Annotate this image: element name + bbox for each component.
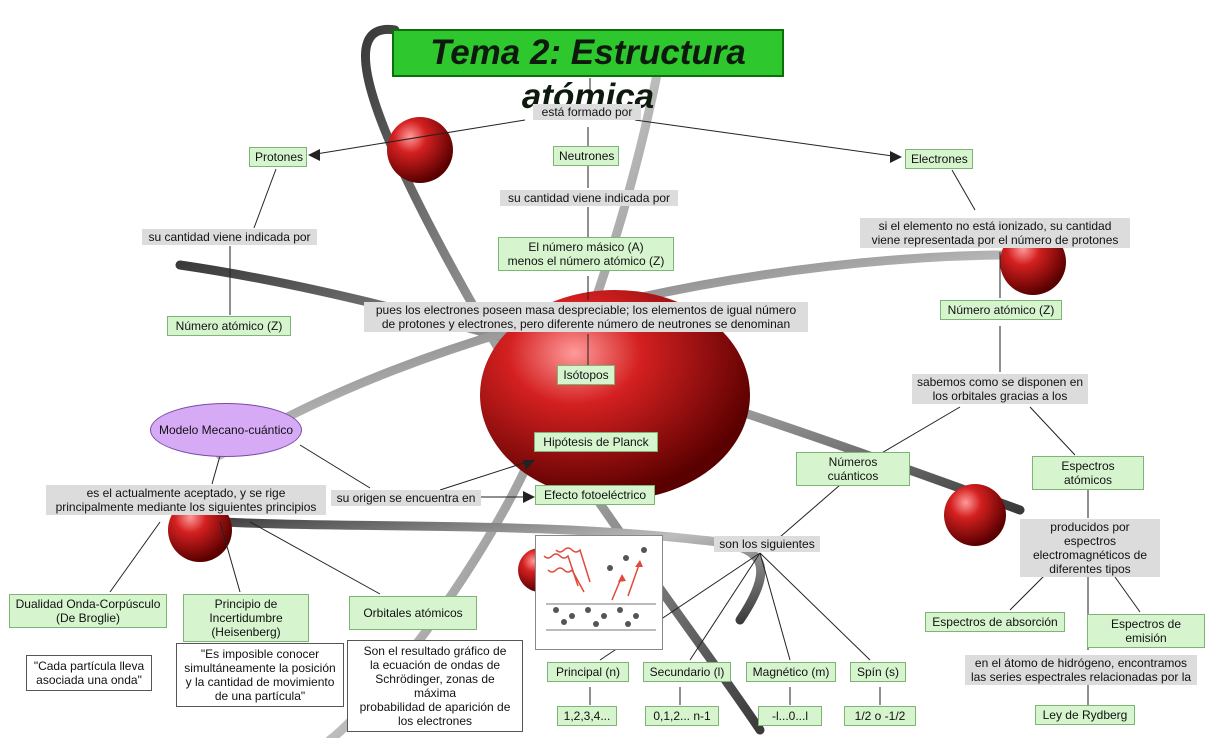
node-efecto-fotoelectrico: Efecto fotoeléctrico — [535, 485, 655, 505]
node-neutrones: Neutrones — [553, 146, 619, 166]
label-esta-formado: está formado por — [533, 104, 641, 120]
label-producidos: producidos por espectros electromagnétic… — [1020, 519, 1160, 577]
label-origen: su origen se encuentra en — [331, 490, 481, 506]
quote-cada-particula: "Cada partícula lleva asociada una onda" — [26, 655, 152, 691]
node-emision: Espectros de emisión — [1087, 614, 1205, 648]
quote-son-resultado: Son el resultado gráfico de la ecuación … — [347, 640, 523, 732]
node-ley-rydberg: Ley de Rydberg — [1035, 705, 1135, 725]
node-absorcion: Espectros de absorción — [925, 612, 1065, 632]
value-magnetico: -l...0...l — [758, 706, 822, 726]
node-isotopos: Isótopos — [557, 365, 615, 385]
node-hipotesis-planck: Hipótesis de Planck — [534, 432, 658, 452]
photoelectric-illustration — [535, 535, 663, 650]
value-principal: 1,2,3,4... — [557, 706, 617, 726]
value-secundario: 0,1,2... n-1 — [645, 706, 719, 726]
quote-imposible-conocer: "Es imposible conocer simultáneamente la… — [176, 643, 344, 707]
node-orbitales: Orbitales atómicos — [349, 596, 477, 630]
label-cantidad-indicada-left: su cantidad viene indicada por — [142, 229, 317, 245]
node-numero-masico: El número másico (A) menos el número ató… — [498, 237, 674, 271]
connector-arrowheads — [308, 149, 902, 503]
node-dualidad: Dualidad Onda-Corpúsculo (De Broglie) — [9, 594, 167, 628]
node-electrones: Electrones — [905, 149, 973, 169]
node-espectros-atomicos: Espectros atómicos — [1032, 456, 1144, 490]
node-numero-atomico-right: Número atómico (Z) — [940, 300, 1062, 320]
node-magnetico: Magnético (m) — [746, 662, 836, 682]
node-spin: Spín (s) — [850, 662, 906, 682]
label-sabemos: sabemos como se disponen en los orbitale… — [912, 374, 1088, 404]
label-pues-electrones: pues los electrones poseen masa despreci… — [364, 302, 808, 332]
value-spin: 1/2 o -1/2 — [844, 706, 916, 726]
label-hidrogeno: en el átomo de hidrógeno, encontramos la… — [965, 655, 1197, 685]
label-si-elemento: si el elemento no está ionizado, su cant… — [860, 218, 1130, 248]
node-incertidumbre: Principio de Incertidumbre (Heisenberg) — [183, 594, 309, 642]
node-secundario: Secundario (l) — [643, 662, 731, 682]
label-son-siguientes: son los siguientes — [714, 536, 820, 552]
node-modelo-mecano-cuantico: Modelo Mecano-cuántico — [150, 403, 302, 457]
node-protones: Protones — [249, 147, 307, 167]
label-cantidad-indicada-center: su cantidad viene indicada por — [500, 190, 678, 206]
electron-sphere — [387, 117, 453, 183]
node-numeros-cuanticos: Números cuánticos — [796, 452, 910, 486]
electron-sphere — [944, 484, 1006, 546]
page-title: Tema 2: Estructura atómica — [392, 29, 784, 116]
node-numero-atomico-left: Número atómico (Z) — [167, 316, 291, 336]
node-principal: Principal (n) — [547, 662, 629, 682]
label-actualmente-aceptado: es el actualmente aceptado, y se rige pr… — [46, 485, 326, 515]
